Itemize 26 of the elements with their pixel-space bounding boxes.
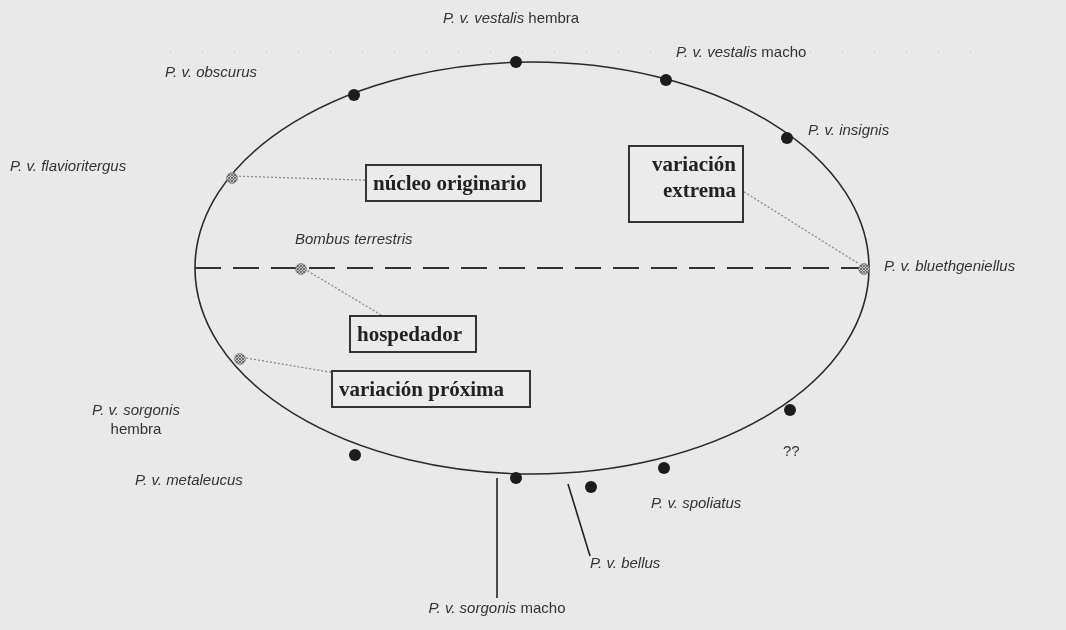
- leader-line: [496, 477, 498, 599]
- concept-box: variación extrema: [628, 145, 744, 223]
- leader-line: [244, 357, 332, 373]
- leader-line: [567, 483, 591, 557]
- taxon-label: P. v. sorgonis macho: [420, 598, 574, 617]
- taxon-label: P. v. vestalis macho: [676, 42, 807, 61]
- taxon-label: P. v. sorgonis hembra: [91, 400, 181, 438]
- leader-line: [305, 269, 382, 316]
- leader-line: [236, 175, 366, 181]
- hatched-marker: [226, 170, 238, 182]
- taxon-label: P. v. vestalis hembra: [443, 8, 580, 27]
- concept-box: núcleo originario: [365, 164, 542, 202]
- taxon-label: P. v. bellus: [590, 553, 661, 572]
- concept-box: variación próxima: [331, 370, 531, 408]
- hatched-marker: [234, 351, 246, 363]
- taxon-label: P. v. bluethgeniellus: [884, 256, 1016, 275]
- hatched-marker: [295, 261, 307, 273]
- hatched-marker: [858, 261, 870, 273]
- taxon-label: P. v. flavioritergus: [10, 156, 127, 175]
- taxon-label: ??: [783, 441, 800, 460]
- taxon-label: P. v. spoliatus: [651, 493, 742, 512]
- taxon-label: Bombus terrestris: [295, 229, 413, 248]
- concept-box: hospedador: [349, 315, 477, 353]
- taxon-label: P. v. metaleucus: [135, 470, 243, 489]
- taxon-label: P. v. obscurus: [165, 62, 257, 81]
- taxon-label: P. v. insignis: [808, 120, 890, 139]
